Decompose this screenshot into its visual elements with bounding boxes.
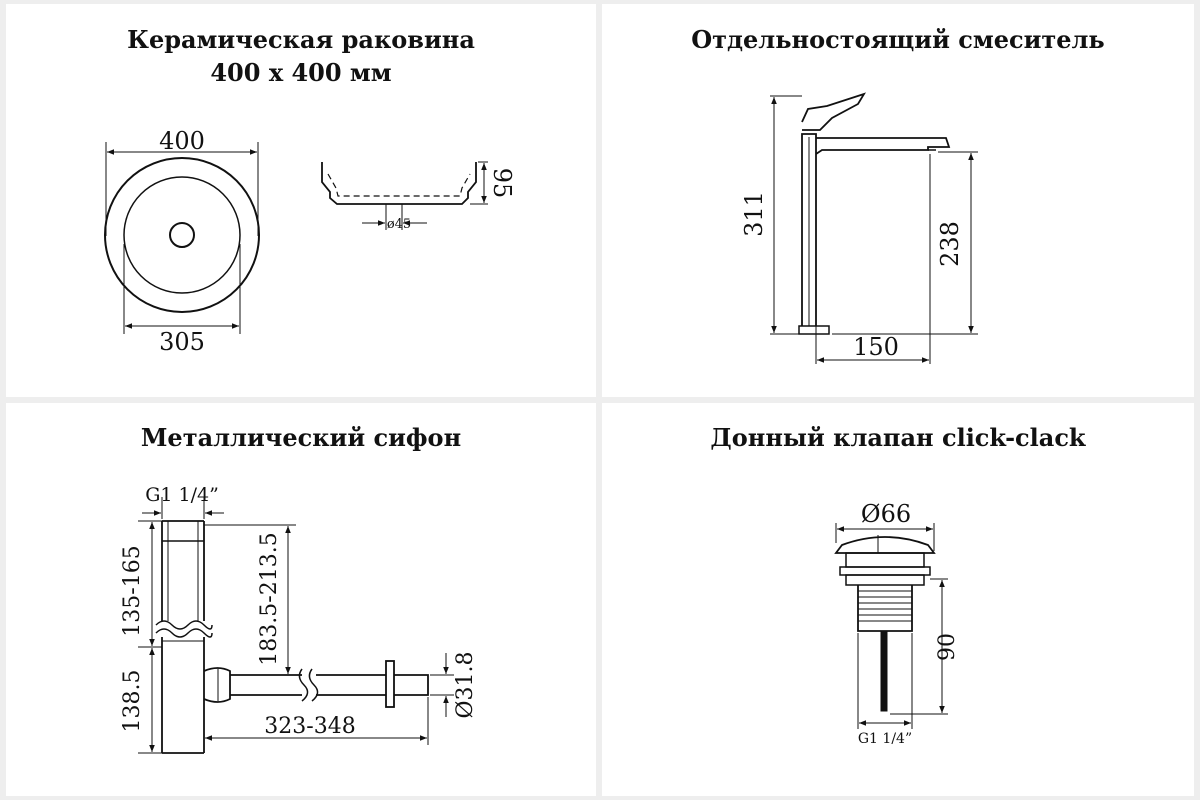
faucet-spout-reach: 150 — [853, 333, 899, 361]
sink-top-view — [104, 157, 260, 313]
panel-valve: Донный клапан click-clack — [602, 403, 1194, 796]
sink-drain-dimension: ø45 — [387, 217, 411, 232]
sink-title-line1: Керамическая раковина — [127, 25, 475, 54]
sink-outer-dimension: 400 — [159, 127, 205, 155]
siphon-upper-dimension: 135-165 — [120, 545, 145, 636]
siphon-drop-dimension: 183.5-213.5 — [257, 532, 282, 665]
siphon-pipe-dimension: Ø31.8 — [453, 651, 478, 718]
siphon-outline — [155, 520, 429, 754]
faucet-drawing: 311 238 150 — [740, 92, 978, 364]
siphon-length-dimension: 323-348 — [264, 714, 355, 739]
panel-sink: Керамическая раковина 400 x 400 мм 400 3… — [6, 4, 596, 397]
valve-thread-dimension: G1 1/4” — [858, 731, 912, 747]
sink-side-view — [321, 162, 477, 211]
panel-faucet: Отдельностоящий смеситель 311 — [602, 4, 1194, 397]
sink-height-dimension: 95 — [488, 168, 516, 199]
valve-cap-dimension: Ø66 — [861, 500, 911, 528]
sink-title-line2: 400 x 400 мм — [210, 58, 392, 87]
faucet-total-height: 311 — [740, 191, 768, 237]
siphon-title: Металлический сифон — [140, 423, 462, 452]
valve-outline — [834, 535, 936, 712]
sink-drawing: 400 305 95 ø45 — [104, 127, 516, 356]
panel-siphon: Металлический сифон — [6, 403, 596, 796]
valve-title: Донный клапан click-clack — [710, 423, 1086, 452]
valve-height-dimension: 90 — [935, 633, 960, 661]
siphon-thread-dimension: G1 1/4” — [145, 484, 219, 506]
valve-drawing: Ø66 90 G1 1/4” — [834, 500, 960, 747]
sink-inner-dimension: 305 — [159, 328, 205, 356]
siphon-lower-dimension: 138.5 — [120, 670, 145, 733]
faucet-title: Отдельностоящий смеситель — [691, 25, 1105, 54]
faucet-spout-height: 238 — [936, 221, 964, 267]
siphon-drawing: G1 1/4” 135-165 138.5 183.5-213.5 323-34… — [120, 484, 478, 754]
faucet-outline — [798, 92, 951, 335]
